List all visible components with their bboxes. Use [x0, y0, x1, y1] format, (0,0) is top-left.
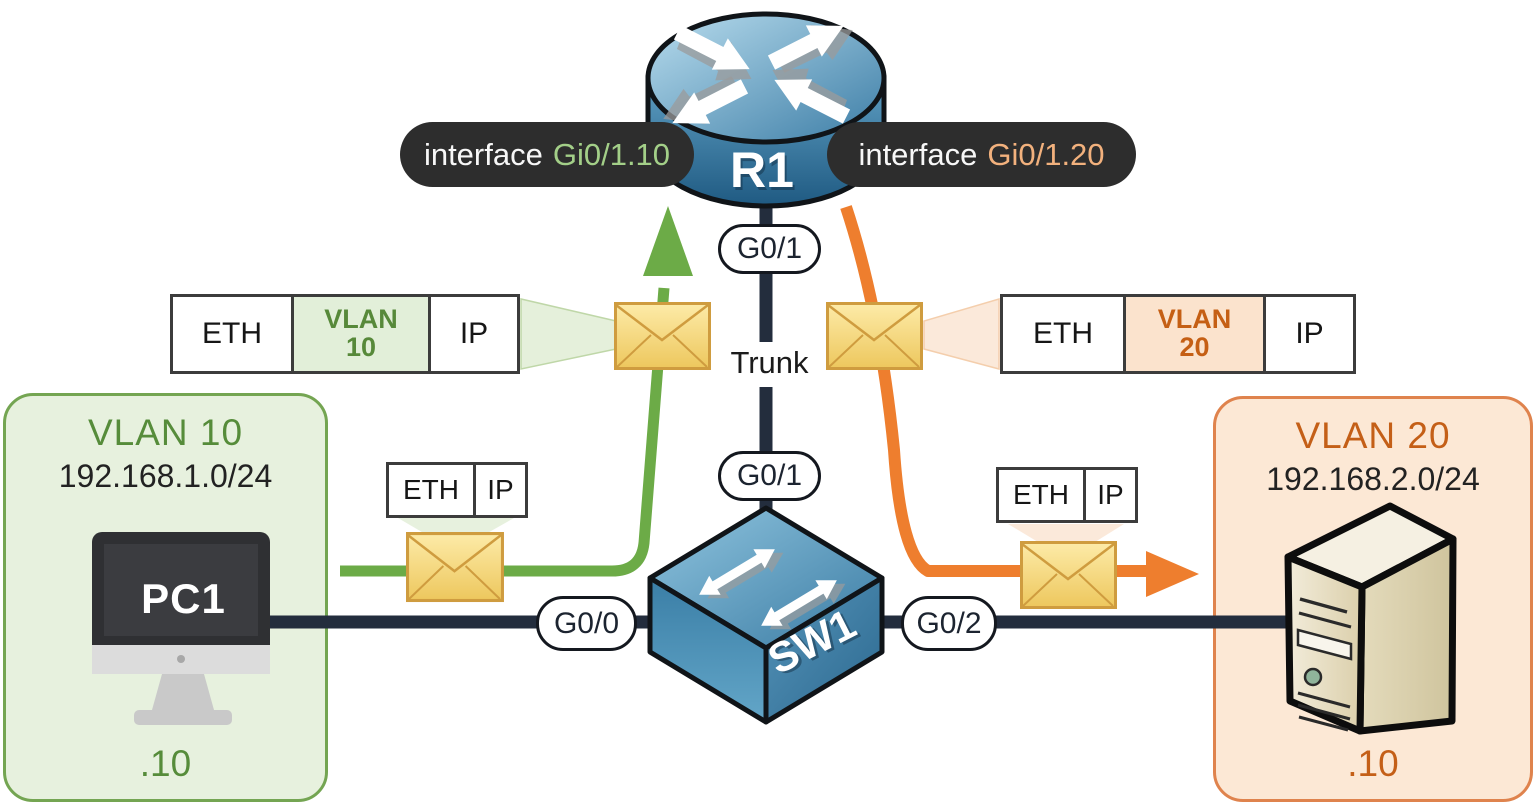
subinterface-label-vlan10: interface Gi0/1.10 [400, 122, 694, 187]
frame-ip-field: IP [1083, 470, 1135, 520]
envelope-icon [614, 302, 711, 370]
frame-untagged-pc: ETH IP [386, 462, 528, 518]
switch-trunk-port-label: G0/1 [718, 451, 821, 501]
pc-icon [92, 532, 270, 725]
vlan10-traffic-path [340, 206, 693, 577]
frame-eth-field: ETH [1013, 479, 1069, 510]
frame-eth-field: ETH [202, 317, 262, 350]
vlan-word: VLAN [324, 304, 398, 335]
interface-keyword: interface [423, 136, 543, 172]
switch-server-port-label: G0/2 [901, 596, 997, 651]
frame-eth-field: ETH [403, 474, 459, 505]
vlan20-host-address: .10 [1347, 743, 1399, 784]
vlan20-subnet: 192.168.2.0/24 [1266, 461, 1480, 497]
frame-eth-field: ETH [1033, 317, 1093, 350]
subinterface-label-vlan20: interface Gi0/1.20 [827, 122, 1136, 187]
frame-ip-field: IP [473, 465, 525, 515]
vlan10-title: VLAN 10 [87, 412, 244, 453]
frame-tagged-vlan20: ETH VLAN 20 IP [1000, 294, 1356, 374]
subinterface-name-vlan10: Gi0/1.10 [552, 136, 671, 172]
switch-icon [647, 505, 885, 725]
arrow-up-icon [643, 206, 693, 276]
vlan10-host-address: .10 [139, 743, 192, 784]
vlan10-zone: VLAN 10 192.168.1.0/24 .10 [3, 393, 328, 802]
frame-ip-field: IP [428, 297, 517, 371]
vlan-id: 20 [1179, 332, 1210, 362]
trunk-label: Trunk [730, 345, 809, 380]
vlan-word: VLAN [1157, 304, 1232, 335]
envelope-icon [1020, 541, 1117, 609]
router-icon [645, 7, 887, 209]
pc-name: PC1 [141, 575, 226, 622]
router-trunk-port-label: G0/1 [718, 224, 821, 274]
envelope-icon [826, 302, 923, 370]
vlan10-subnet: 192.168.1.0/24 [58, 458, 273, 494]
frame-untagged-server: ETH IP [996, 467, 1138, 523]
server-icon [1284, 502, 1457, 735]
frame-ip-field: IP [1263, 297, 1353, 371]
interface-keyword: interface [858, 136, 978, 172]
arrow-right-icon [1146, 551, 1199, 597]
frame-vlan10-tag-field: VLAN 10 [291, 297, 428, 371]
router-name: R1 [730, 142, 794, 198]
subinterface-name-vlan20: Gi0/1.20 [987, 136, 1105, 172]
frame-tagged-vlan10: ETH VLAN 10 IP [170, 294, 520, 374]
vlan20-traffic-path [840, 205, 1199, 597]
envelope-icon [405, 531, 504, 603]
switch-pc-port-label: G0/0 [536, 596, 637, 651]
frame-vlan20-tag-field: VLAN 20 [1123, 297, 1263, 371]
vlan20-title: VLAN 20 [1295, 415, 1451, 456]
vlan-id: 10 [345, 332, 377, 362]
